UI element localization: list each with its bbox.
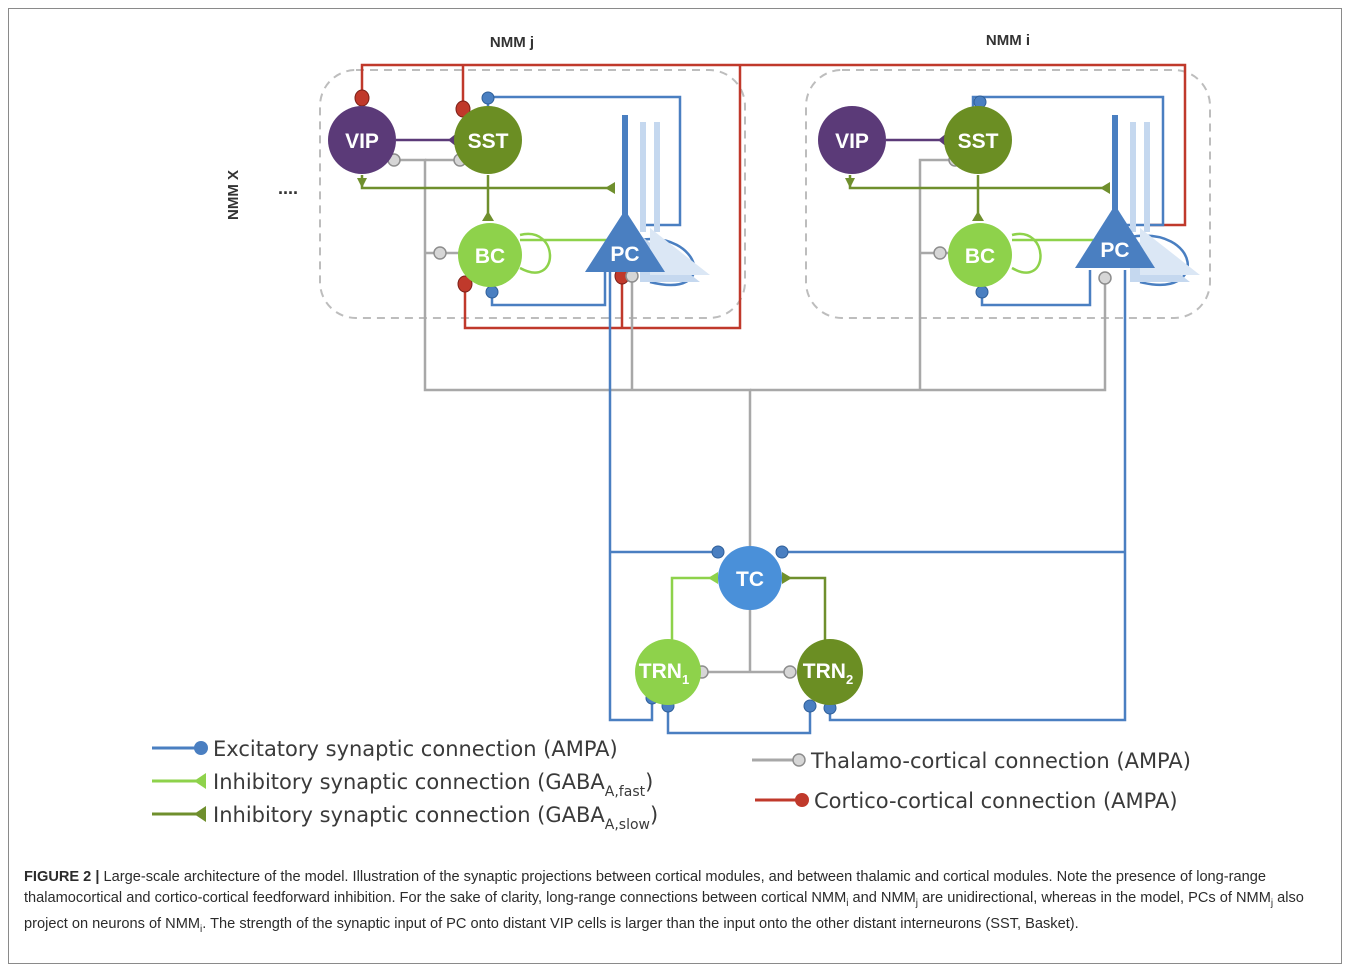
figure-number: FIGURE 2 |: [24, 869, 100, 885]
legend-inhib-slow: Inhibitory synaptic connection (GABAA,sl…: [152, 803, 658, 833]
vip-label-j: VIP: [345, 130, 379, 153]
vip-label-i: VIP: [835, 130, 869, 153]
architecture-diagram: NMM j NMM i NMM X ....: [152, 32, 1211, 833]
sst-label-i: SST: [958, 130, 999, 153]
legend-cortico-label: Cortico-cortical connection (AMPA): [814, 789, 1178, 813]
caption-sub-i2: i: [200, 923, 203, 935]
pc-neuron-j: [585, 210, 665, 272]
figure-frame: [8, 8, 1342, 964]
caption-text-2: and NMM: [848, 890, 916, 906]
tc-label: TC: [736, 568, 764, 591]
cortico-cortical-connections: [360, 63, 1187, 330]
inhibitory-slow-terminals: [357, 178, 1110, 584]
legend-thalamo: Thalamo-cortical connection (AMPA): [752, 749, 1191, 773]
trn2-neuron: [797, 639, 863, 705]
figure-caption: FIGURE 2 | Large-scale architecture of t…: [24, 867, 1324, 940]
inhibitory-fast-connections: [519, 232, 1110, 645]
legend: Excitatory synaptic connection (AMPA) In…: [152, 737, 1191, 833]
excitatory-connections: [486, 95, 1190, 735]
legend-thalamo-label: Thalamo-cortical connection (AMPA): [810, 749, 1191, 773]
legend-inhib-fast-label: Inhibitory synaptic connection (GABAA,fa…: [213, 770, 653, 800]
legend-excitatory-label: Excitatory synaptic connection (AMPA): [213, 737, 618, 761]
legend-inhib-fast: Inhibitory synaptic connection (GABAA,fa…: [152, 770, 653, 800]
bc-label-j: BC: [475, 245, 505, 268]
caption-text-4: also project on neurons of NMM: [24, 890, 1304, 932]
inhibitory-fast-terminals: [610, 233, 1110, 584]
caption-text-5: . The strength of the synaptic input of …: [202, 915, 1079, 932]
sst-neuron-j: [454, 106, 522, 174]
nmm-i-boundary: [805, 69, 1211, 319]
nmm-x-title: NMM X: [225, 170, 242, 220]
trn2-label: TRN2: [803, 660, 853, 687]
excitatory-terminals: [481, 91, 989, 715]
nmm-i-title: NMM i: [986, 32, 1030, 49]
nmm-j-boundary: [319, 69, 746, 319]
sst-neuron-i: [944, 106, 1012, 174]
bc-neuron-j: [458, 223, 522, 287]
caption-sub-j1: j: [915, 897, 919, 909]
pc-label-j: PC: [610, 243, 639, 266]
bc-neuron-i: [948, 223, 1012, 287]
caption-sub-i1: i: [846, 897, 849, 909]
sst-label-j: SST: [468, 130, 509, 153]
bc-label-i: BC: [965, 245, 995, 268]
pc-dendrites-i: [1112, 115, 1200, 282]
trn1-neuron: [635, 639, 701, 705]
legend-excitatory: Excitatory synaptic connection (AMPA): [152, 737, 618, 761]
nmm-j-title: NMM j: [490, 34, 534, 51]
caption-text-3: are unidirectional, whereas in the model…: [918, 890, 1271, 906]
legend-inhib-slow-label: Inhibitory synaptic connection (GABAA,sl…: [213, 803, 658, 833]
vip-neuron-i: [818, 106, 886, 174]
pc-neuron-i: [1075, 205, 1155, 268]
trn1-label: TRN1: [639, 660, 689, 687]
caption-sub-j2: j: [1270, 897, 1274, 909]
tc-neuron: [718, 546, 782, 610]
caption-text-1: Large-scale architecture of the model. I…: [24, 869, 1266, 906]
pc-label-i: PC: [1100, 239, 1129, 262]
vip-neuron-j: [328, 106, 396, 174]
nmm-x-ellipsis: ....: [278, 178, 298, 198]
legend-cortico: Cortico-cortical connection (AMPA): [755, 789, 1178, 813]
